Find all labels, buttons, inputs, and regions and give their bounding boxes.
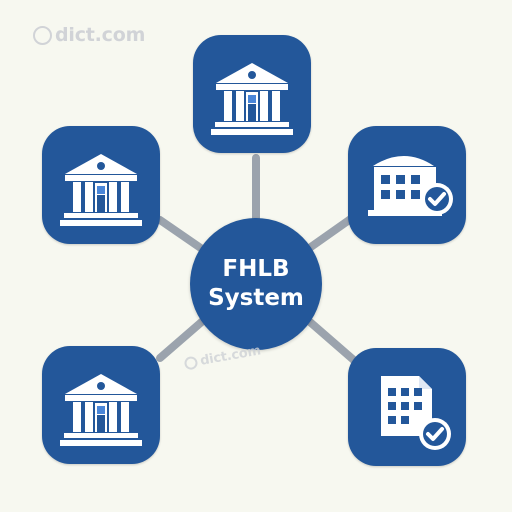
node-right-bottom — [348, 348, 466, 466]
watermark-logo-icon — [183, 355, 199, 371]
office-building-check-icon — [368, 156, 453, 216]
connector-left-top — [156, 216, 209, 255]
center-title-line1: FHLB — [222, 256, 290, 282]
center-title-line2: System — [208, 285, 304, 311]
node-right-top — [348, 126, 466, 244]
connector-right-bottom — [306, 318, 360, 366]
bank-building-icon — [60, 154, 142, 226]
watermark-top: dict.com — [33, 24, 145, 46]
bank-building-icon — [211, 63, 293, 135]
node-left-top — [42, 126, 160, 244]
watermark-logo-icon — [33, 25, 52, 45]
watermark-text: dict.com — [55, 24, 146, 46]
connector-left-bottom — [156, 315, 209, 362]
node-left-bottom — [42, 346, 160, 464]
document-grid-check-icon — [381, 376, 451, 450]
bank-building-icon — [60, 374, 142, 446]
node-top — [193, 35, 311, 153]
center-node: FHLB System — [190, 218, 322, 350]
connector-right-top — [304, 214, 356, 253]
